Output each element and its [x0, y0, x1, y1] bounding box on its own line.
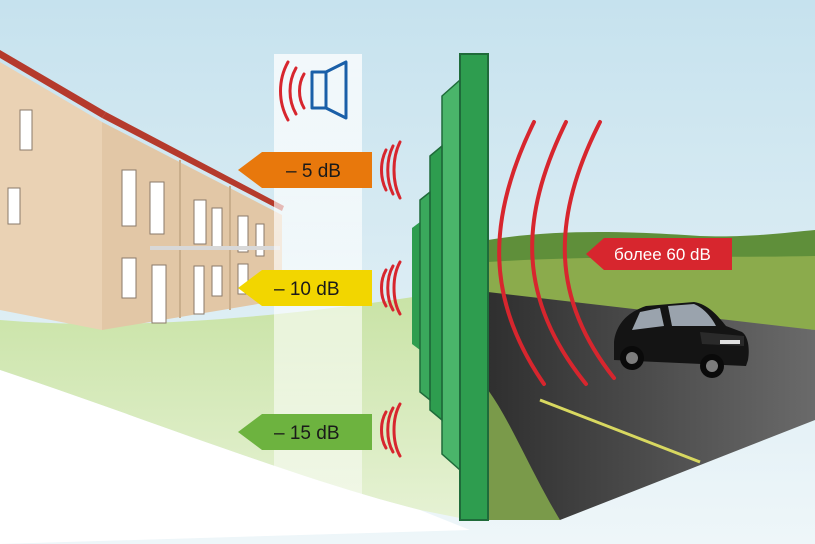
label-minus-15: – 15 dB: [274, 423, 340, 444]
waves-10: [380, 260, 402, 316]
label-minus-10: – 10 dB: [274, 279, 340, 300]
speaker-waves: [279, 60, 306, 122]
houses: [0, 50, 284, 330]
arrow-minus-5: – 5 dB: [238, 152, 372, 188]
arrow-source: более 60 dB: [586, 238, 732, 270]
field-right: [488, 256, 815, 330]
waves-15: [380, 402, 402, 458]
noise-barrier: [412, 53, 489, 521]
label-source: более 60 dB: [614, 245, 711, 264]
label-minus-5: – 5 dB: [286, 161, 341, 182]
arrow-minus-10: – 10 dB: [238, 270, 372, 306]
speaker-icon: [310, 60, 348, 120]
road-verge: [488, 390, 560, 520]
car-icon: [614, 302, 749, 378]
road-line: [539, 398, 701, 464]
noise-waves-source: [497, 120, 616, 386]
waves-5: [380, 140, 402, 200]
arrow-minus-15: – 15 dB: [238, 414, 372, 450]
